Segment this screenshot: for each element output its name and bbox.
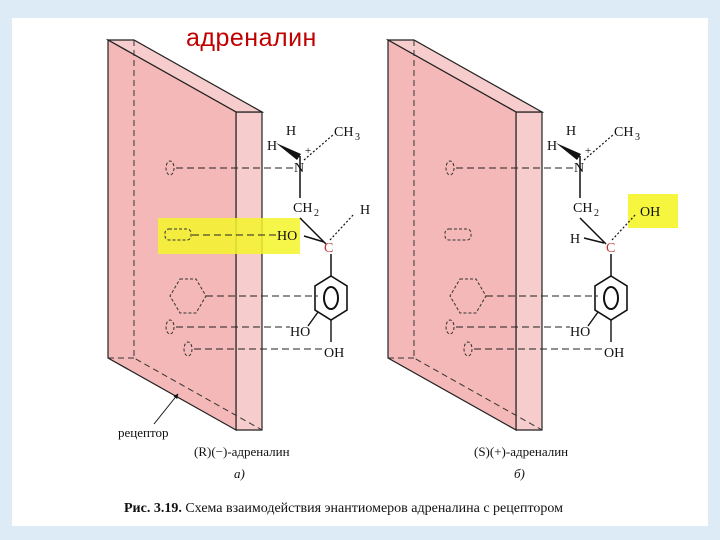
svg-text:N: N bbox=[294, 161, 304, 176]
svg-text:CH: CH bbox=[334, 125, 353, 140]
right-interaction-lines bbox=[456, 167, 602, 350]
svg-text:OH: OH bbox=[324, 346, 344, 361]
right-receptor bbox=[385, 38, 545, 432]
left-isomer-label: (R)(−)-адреналин bbox=[194, 444, 290, 459]
svg-text:C: C bbox=[324, 241, 333, 256]
svg-text:H: H bbox=[547, 139, 557, 154]
left-interaction-lines bbox=[176, 167, 322, 350]
figure-caption: Рис. 3.19. Схема взаимодействия энантиом… bbox=[124, 501, 563, 516]
left-panel-letter: а) bbox=[234, 466, 245, 481]
right-molecule: H H + CH 3 N CH 2 OH H C HO OH bbox=[547, 124, 660, 361]
svg-text:HO: HO bbox=[570, 325, 590, 340]
svg-text:H: H bbox=[566, 124, 576, 139]
svg-text:+: + bbox=[585, 145, 591, 157]
left-binding-sites bbox=[164, 160, 207, 357]
svg-text:H: H bbox=[360, 203, 370, 218]
svg-text:CH: CH bbox=[573, 201, 592, 216]
right-binding-sites bbox=[444, 160, 487, 357]
svg-text:C: C bbox=[606, 241, 615, 256]
svg-text:H: H bbox=[286, 124, 296, 139]
svg-text:CH: CH bbox=[614, 125, 633, 140]
right-isomer-label: (S)(+)-адреналин bbox=[474, 444, 568, 459]
right-highlight bbox=[628, 194, 678, 228]
svg-text:3: 3 bbox=[355, 132, 360, 143]
right-panel-letter: б) bbox=[514, 466, 525, 481]
svg-text:+: + bbox=[305, 145, 311, 157]
receptor-arrow bbox=[153, 393, 179, 425]
slide-title: адреналин bbox=[186, 24, 317, 52]
svg-text:HO: HO bbox=[290, 325, 310, 340]
svg-text:OH: OH bbox=[640, 205, 660, 220]
svg-text:2: 2 bbox=[314, 208, 319, 219]
left-highlight bbox=[158, 218, 300, 254]
receptor-label: рецептор bbox=[118, 425, 168, 440]
svg-text:H: H bbox=[570, 232, 580, 247]
svg-text:CH: CH bbox=[293, 201, 312, 216]
left-molecule: H H + CH 3 N CH 2 H HO C HO OH bbox=[267, 124, 370, 361]
svg-text:OH: OH bbox=[604, 346, 624, 361]
svg-text:N: N bbox=[574, 161, 584, 176]
svg-text:2: 2 bbox=[594, 208, 599, 219]
svg-text:3: 3 bbox=[635, 132, 640, 143]
svg-text:HO: HO bbox=[277, 229, 297, 244]
svg-text:H: H bbox=[267, 139, 277, 154]
